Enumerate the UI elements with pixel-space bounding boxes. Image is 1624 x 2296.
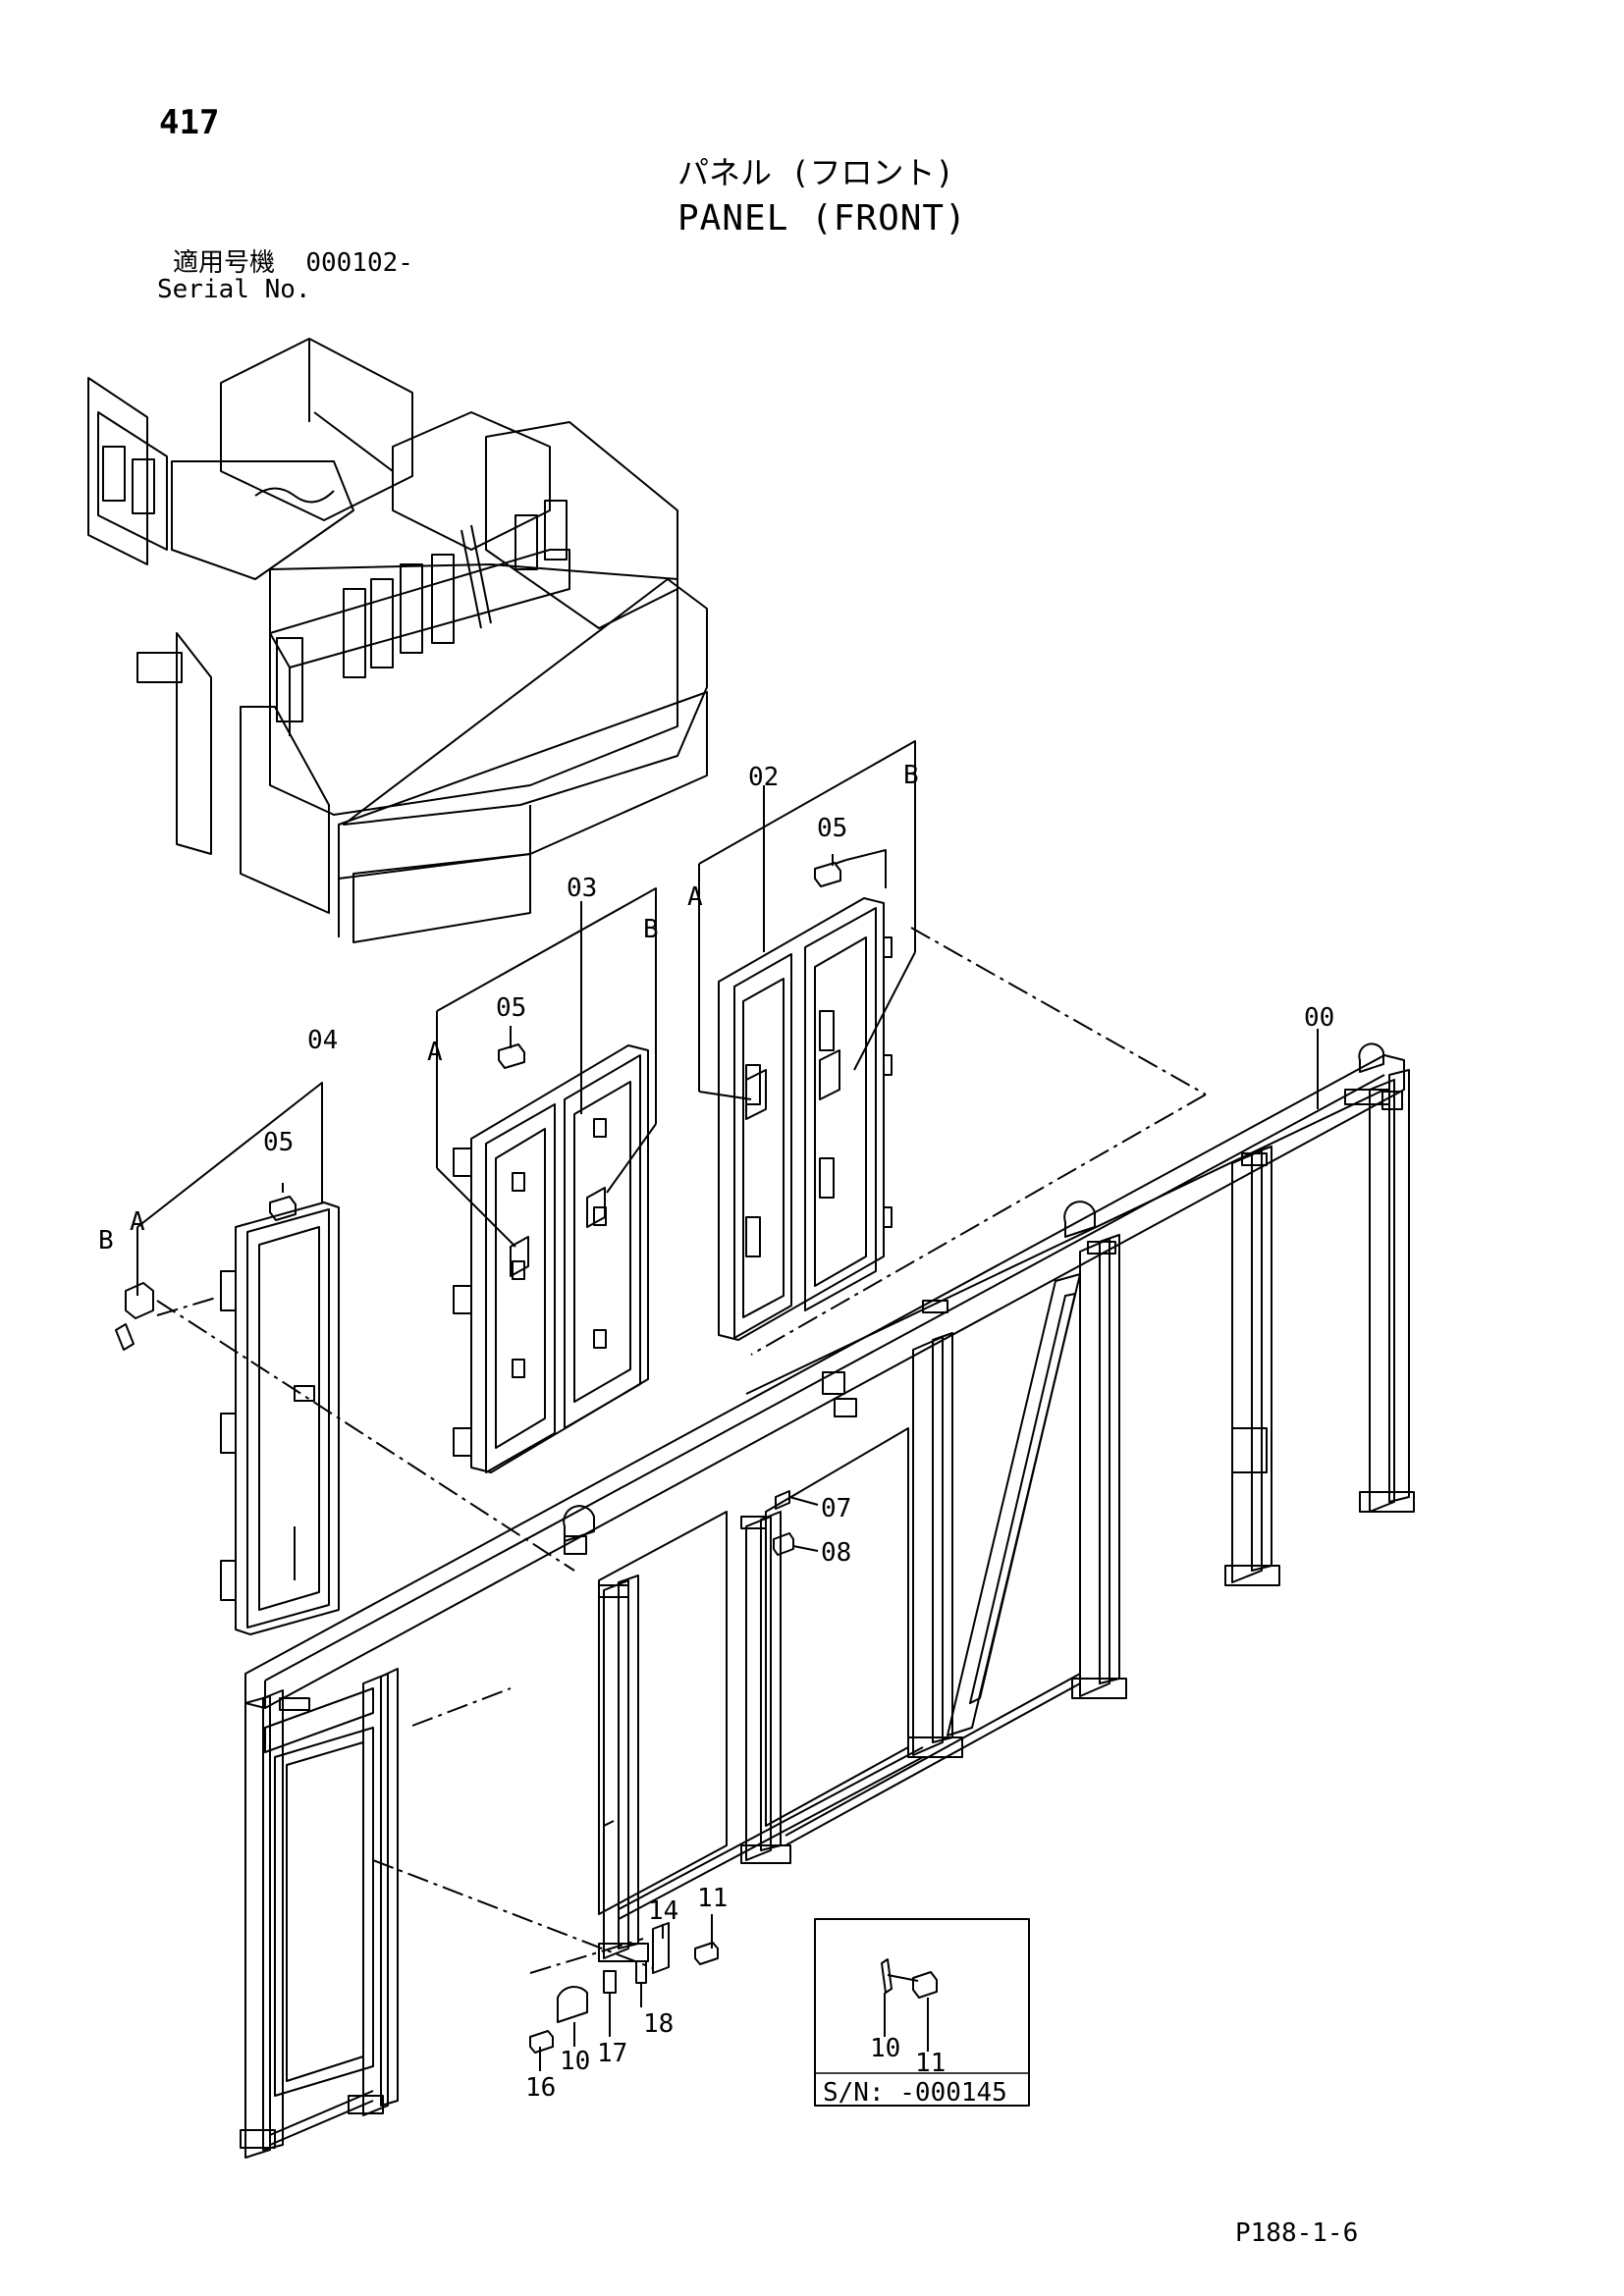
title-english: PANEL (FRONT) xyxy=(677,198,967,239)
ref-b-panel04: B xyxy=(98,1226,114,1255)
title-japanese: パネル (フロント) xyxy=(677,154,954,191)
page-number: 417 xyxy=(159,103,220,142)
inset-callout-11: 11 xyxy=(915,2049,946,2078)
callout-16: 16 xyxy=(525,2073,556,2103)
callout-03: 03 xyxy=(567,874,597,903)
serial-label-japanese: 適用号機 000102- xyxy=(173,250,413,276)
ref-a-panel02: A xyxy=(687,882,703,912)
callout-02: 02 xyxy=(748,763,779,792)
callout-18: 18 xyxy=(643,2009,674,2039)
inset-serial-note: S/N: -000145 xyxy=(823,2078,1007,2108)
machine-overview-illustration xyxy=(87,338,708,943)
document-code: P188-1-6 xyxy=(1235,2218,1359,2248)
callout-17: 17 xyxy=(597,2039,627,2068)
panel-03 xyxy=(453,1044,649,1473)
callout-05-b: 05 xyxy=(496,993,526,1023)
callout-11: 11 xyxy=(697,1884,728,1913)
callout-04: 04 xyxy=(307,1026,338,1055)
ref-a-panel03: A xyxy=(427,1038,443,1067)
panel-02 xyxy=(718,897,893,1341)
callout-05-c: 05 xyxy=(263,1128,294,1157)
hardware-parts xyxy=(269,859,847,2054)
serial-label-english: Serial No. xyxy=(157,275,311,304)
callout-labels: 00 02 03 04 05 05 05 07 08 14 11 16 10 1… xyxy=(98,761,1334,2108)
ref-b-panel03: B xyxy=(643,915,659,944)
frame-00 xyxy=(240,1042,1415,2159)
inset-callout-10: 10 xyxy=(870,2034,900,2063)
callout-00: 00 xyxy=(1304,1003,1334,1033)
callout-05-a: 05 xyxy=(817,814,847,843)
callout-14: 14 xyxy=(648,1896,678,1926)
serial-inset-box xyxy=(814,1918,1030,2107)
leader-lines xyxy=(136,740,1319,2071)
serial-label-jp-text: 適用号機 xyxy=(173,248,276,278)
callout-07: 07 xyxy=(821,1494,851,1523)
assembly-phantom-lines xyxy=(156,927,1207,1974)
callout-10: 10 xyxy=(560,2047,590,2076)
ref-b-panel02: B xyxy=(903,761,919,790)
inset-parts xyxy=(881,1958,938,2052)
panel-04 xyxy=(115,1201,340,1635)
callout-08: 08 xyxy=(821,1538,851,1568)
ref-a-panel04: A xyxy=(130,1207,145,1237)
serial-value: 000102- xyxy=(305,248,413,278)
